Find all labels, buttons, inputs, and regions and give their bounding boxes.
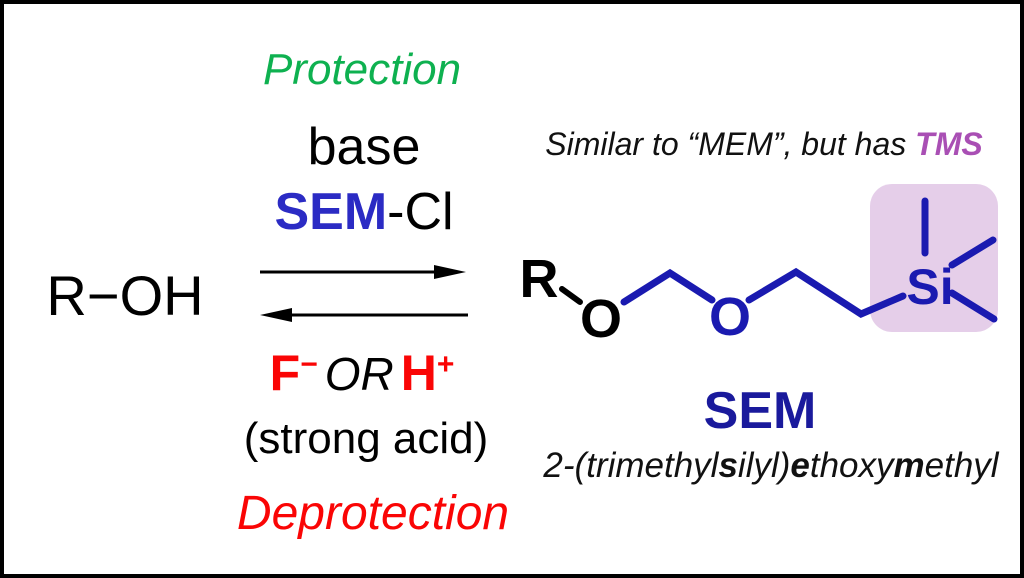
- sem-cl-sem-part: SEM: [274, 183, 388, 241]
- reverse-arrow-head: [260, 308, 292, 322]
- fluoride-symbol: F: [269, 345, 301, 401]
- full-name-part1: 2-(trimethyl: [543, 446, 719, 485]
- full-name-bold-m: m: [893, 446, 925, 485]
- bond-o-ch2-o: [620, 268, 716, 306]
- strong-acid-label: (strong acid): [243, 414, 489, 463]
- bond-si-methyl-lower-right: [948, 289, 998, 323]
- fluoride-charge: −: [300, 348, 318, 382]
- proton-ion: H+: [401, 345, 455, 401]
- similarity-note-text: Similar to “MEM”, but has: [545, 126, 916, 162]
- proton-symbol: H: [400, 345, 437, 401]
- bond-o-ch2-ch2-si: [745, 267, 907, 318]
- sem-cl-cl-part: -Cl: [387, 183, 454, 241]
- structure-o1-label: O: [580, 289, 622, 349]
- structure-o2-label: O: [709, 287, 751, 347]
- protection-label: Protection: [262, 45, 462, 94]
- sem-group-name: SEM: [703, 382, 817, 440]
- structure-si-label: Si: [906, 259, 953, 315]
- sem-cl-reagent-label: SEM-Cl: [274, 183, 454, 241]
- proton-charge: +: [436, 348, 455, 382]
- forward-arrow-head: [434, 265, 466, 279]
- sem-structure-drawing: R O O Si: [520, 184, 998, 349]
- sem-full-name: 2-(trimethylsilyl)ethoxymethyl: [543, 448, 998, 484]
- full-name-bold-s: s: [718, 446, 738, 485]
- full-name-part2: ilyl): [737, 446, 791, 485]
- fluoride-ion: F−: [270, 345, 318, 401]
- full-name-bold-e: e: [790, 446, 810, 485]
- similarity-note: Similar to “MEM”, but has TMS: [545, 128, 982, 161]
- bond-r-o: [559, 286, 583, 305]
- or-label: OR: [324, 348, 394, 400]
- full-name-part3: thoxy: [809, 446, 894, 485]
- equilibrium-arrows: [260, 265, 468, 322]
- base-reagent-label: base: [307, 118, 421, 176]
- substrate-label: R−OH: [46, 264, 204, 327]
- full-name-part4: ethyl: [924, 446, 999, 485]
- similarity-note-tms: TMS: [915, 126, 983, 162]
- bond-si-methyl-upper-right: [948, 236, 997, 269]
- structure-r-label: R: [520, 249, 559, 309]
- deprotection-label: Deprotection: [236, 487, 510, 540]
